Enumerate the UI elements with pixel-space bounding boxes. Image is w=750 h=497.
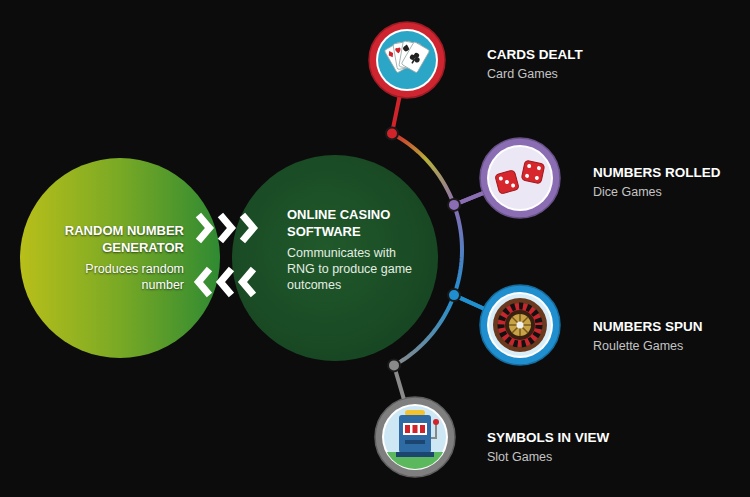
- cards-icon: [411, 59, 415, 64]
- node-heading: RANDOM NUMBER GENERATOR: [54, 223, 184, 257]
- process-circle: ONLINE CASINO SOFTWARE Communicates with …: [232, 155, 438, 361]
- roulette-icon: [501, 306, 539, 344]
- roulette-icon: [498, 303, 542, 347]
- roulette-icon: [493, 298, 547, 352]
- node-outline: [489, 294, 551, 356]
- node-heading: ONLINE CASINO SOFTWARE: [287, 207, 415, 241]
- dice-icon: [495, 170, 519, 194]
- slot-machine-icon: [380, 452, 450, 482]
- dice-icon: [534, 176, 539, 181]
- slot-machine-icon: [399, 415, 431, 453]
- node-outline: [375, 397, 455, 477]
- node-outline: [378, 31, 436, 89]
- node-outline: [376, 29, 438, 91]
- arc-dots: [386, 128, 460, 372]
- game-icon-circle: SYMBOLS IN VIEWSlot Games: [375, 397, 455, 477]
- node-outline: [369, 22, 445, 98]
- node-outline: [480, 285, 560, 365]
- node-heading: SYMBOLS IN VIEW: [487, 429, 609, 447]
- slot-machine-icon: [420, 425, 425, 433]
- dice-icon: [537, 166, 542, 171]
- roulette-icon: [505, 310, 535, 340]
- cards-icon: [395, 47, 401, 53]
- arc-connector: [394, 295, 484, 398]
- dice-icon: [495, 170, 519, 194]
- node-heading: CARDS DEALT: [487, 46, 583, 64]
- text-group: NUMBERS ROLLED Dice Games: [593, 164, 721, 200]
- slot-machine-icon: [413, 425, 418, 433]
- node-subtitle: Roulette Games: [593, 338, 703, 354]
- node-outline: [232, 155, 438, 361]
- dice-icon: [495, 160, 545, 194]
- dice-icon: [511, 183, 516, 188]
- dice-icon: [498, 176, 503, 181]
- process-circle: RANDOM NUMBER GENERATOR Produces random n…: [20, 158, 220, 358]
- node-subtitle: Communicates with RNG to produce game ou…: [287, 245, 415, 294]
- roulette-icon: [517, 322, 524, 329]
- dice-icon: [525, 173, 530, 178]
- slot-machine-icon: [403, 423, 427, 435]
- dice-icon: [505, 180, 510, 185]
- chevron-arrow: [198, 269, 253, 295]
- node-subtitle: Card Games: [487, 66, 583, 82]
- arc-dots: [388, 359, 400, 371]
- node-outline: [369, 22, 445, 98]
- node-outline: [480, 285, 560, 365]
- dice-icon: [521, 160, 545, 184]
- node-heading: NUMBERS ROLLED: [593, 164, 721, 182]
- text-group: SYMBOLS IN VIEW Slot Games: [487, 429, 609, 465]
- slot-machine-icon: [431, 424, 436, 438]
- text-group: RANDOM NUMBER GENERATOR Produces random n…: [54, 223, 184, 293]
- chevron-arrow: [198, 215, 253, 241]
- text-group: NUMBERS SPUN Roulette Games: [593, 318, 703, 354]
- roulette-icon: [509, 314, 531, 336]
- node-outline: [487, 292, 553, 358]
- game-icon-circle: NUMBERS ROLLEDDice Games: [480, 138, 560, 218]
- node-subtitle: Dice Games: [593, 184, 721, 200]
- dice-icon: [527, 164, 532, 169]
- slot-machine-icon: [405, 425, 410, 433]
- node-heading: NUMBERS SPUN: [593, 318, 703, 336]
- dice-icon: [521, 160, 545, 184]
- node-outline: [489, 147, 551, 209]
- node-outline: [20, 158, 220, 358]
- slot-machine-icon: [405, 440, 425, 444]
- arc-dots: [448, 289, 460, 301]
- slot-machine-icon: [380, 410, 450, 482]
- node-outline: [382, 404, 448, 470]
- text-group: ONLINE CASINO SOFTWARE Communicates with …: [287, 207, 415, 294]
- roulette-icon: [509, 314, 531, 336]
- game-icon-circle: CARDS DEALTCard Games: [369, 22, 445, 98]
- cards-icon: [401, 42, 430, 74]
- cards-icon: [401, 42, 430, 74]
- game-icon-circle: NUMBERS SPUNRoulette Games: [480, 285, 560, 365]
- node-outline: [375, 397, 455, 477]
- roulette-icon: [493, 298, 547, 352]
- node-subtitle: Slot Games: [487, 449, 609, 465]
- text-group: CARDS DEALT Card Games: [487, 46, 583, 82]
- node-outline: [20, 158, 220, 358]
- slot-machine-icon: [433, 419, 439, 425]
- node-subtitle: Produces random number: [54, 261, 184, 294]
- node-outline: [480, 138, 560, 218]
- cards-icon: [387, 50, 395, 59]
- arc-connector: [392, 97, 483, 205]
- node-outline: [384, 406, 446, 468]
- slot-machine-icon: [396, 452, 434, 457]
- arc-dots: [448, 199, 460, 211]
- node-outline: [480, 138, 560, 218]
- arc-dots: [386, 128, 398, 140]
- node-outline: [487, 145, 553, 211]
- cards-icon: [384, 41, 430, 73]
